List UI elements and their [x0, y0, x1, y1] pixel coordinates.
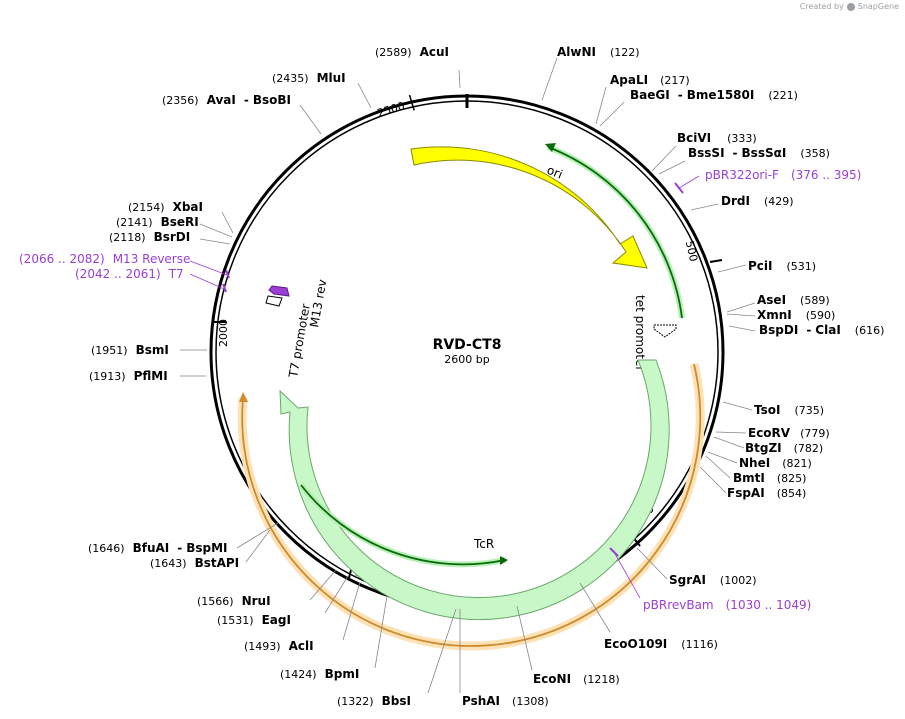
tick-label-500: 500 — [683, 240, 700, 263]
tcr-feature — [279, 359, 670, 621]
primer-mark-m13-t7-2 — [222, 283, 227, 293]
enzyme-bmti: BmtI(825) — [733, 471, 806, 485]
enzyme-bsssi: BssSI-BssSαI(358) — [688, 146, 830, 160]
enzyme-fspai: FspAI(854) — [727, 486, 806, 500]
enzyme-mlui: (2435)MluI — [272, 71, 346, 85]
credit-brand: SnapGene — [857, 2, 899, 11]
primer-t7: (2042 .. 2061)T7 — [75, 267, 184, 281]
tick-label-2500: 2500 — [376, 99, 407, 120]
enzyme-nrui: (1566)NruI — [197, 594, 271, 608]
enzyme-alwni: AlwNI(122) — [557, 45, 640, 59]
enzyme-ecoo109i: EcoO109I(1116) — [604, 637, 718, 651]
enzyme-avai-bsobi: (2356)AvaI-BsoBI — [162, 93, 291, 107]
enzyme-xmni: XmnI(590) — [757, 308, 835, 322]
tcr-direction-arrowhead — [500, 556, 508, 565]
enzyme-apali: ApaLI(217) — [610, 73, 690, 87]
enzyme-bbsi: (1322)BbsI — [337, 694, 411, 708]
snapgene-credit: Created by SnapGene — [800, 2, 899, 11]
enzyme-acui: (2589)AcuI — [375, 45, 449, 59]
enzyme-tsoi: TsoI(735) — [754, 403, 824, 417]
enzyme-nhei: NheI(821) — [739, 456, 812, 470]
primer-mark-m13-t7-1 — [225, 269, 230, 279]
ori-direction-arrowhead — [545, 143, 556, 152]
enzyme-asei: AseI(589) — [757, 293, 830, 307]
primer-pbrrevbam: pBRrevBam(1030 .. 1049) — [643, 598, 811, 612]
enzyme-pcii: PciI(531) — [748, 259, 816, 273]
enzyme-bseri: (2141)BseRI — [116, 215, 199, 229]
enzyme-bcivi: BciVI(333) — [677, 131, 757, 145]
enzyme-xbai: (2154)XbaI — [128, 200, 203, 214]
enzyme-btgzi: BtgZI(782) — [745, 441, 823, 455]
tcr-orange-arrowhead — [239, 392, 248, 402]
enzyme-leader-lines — [180, 57, 756, 694]
enzyme-bsrdi: (2118)BsrDI — [109, 230, 190, 244]
primer-m13-reverse: (2066 .. 2082)M13 Reverse — [19, 252, 190, 266]
plasmid-length: 2600 bp — [444, 353, 489, 366]
tet-promoter-arrow — [653, 324, 677, 338]
tcr-label: TcR — [473, 537, 494, 551]
tick-500-mark — [709, 259, 723, 263]
primer-leader-lines — [189, 175, 700, 599]
enzyme-eagi: (1531)EagI — [217, 613, 291, 627]
enzyme-pshai: PshAI(1308) — [462, 694, 549, 708]
enzyme-baegi-bme1580i: BaeGI-Bme1580I(221) — [630, 88, 798, 102]
enzyme-bstapi: (1643)BstAPI — [150, 556, 239, 570]
tcr-orange-arc — [241, 363, 702, 647]
enzyme-ecorv: EcoRV(779) — [748, 426, 830, 440]
tcr-direction-arrow — [300, 484, 506, 566]
plasmid-name: RVD-CT8 — [433, 337, 502, 353]
tick-label-2000: 2000 — [217, 319, 230, 347]
enzyme-bspdi-clai: BspDI-ClaI(616) — [759, 323, 884, 337]
enzyme-bfuai-bspmi: (1646)BfuAI-BspMI — [88, 541, 228, 555]
enzyme-bsmi: (1951)BsmI — [91, 343, 169, 357]
enzyme-bpmi: (1424)BpmI — [280, 667, 359, 681]
ori-feature — [410, 146, 648, 269]
ori-direction-line — [547, 146, 683, 319]
ori-label: ori — [545, 163, 565, 182]
m13-rev-label: M13 rev — [307, 278, 329, 328]
enzyme-acli: (1493)AclI — [244, 639, 314, 653]
primer-pbr322ori-f: pBR322ori-F(376 .. 395) — [705, 168, 861, 182]
m13-rev-arrow — [268, 285, 290, 297]
enzyme-pflmi: (1913)PflMI — [89, 369, 168, 383]
enzyme-sgrai: SgrAI(1002) — [669, 573, 756, 587]
enzyme-econi: EcoNI(1218) — [533, 672, 620, 686]
snapgene-logo-icon — [846, 2, 855, 11]
t7-promoter-arrow — [265, 295, 283, 307]
enzyme-drdi: DrdI(429) — [721, 194, 794, 208]
tet-promoter-label: tet promoter — [633, 295, 647, 371]
credit-prefix: Created by — [799, 2, 844, 11]
